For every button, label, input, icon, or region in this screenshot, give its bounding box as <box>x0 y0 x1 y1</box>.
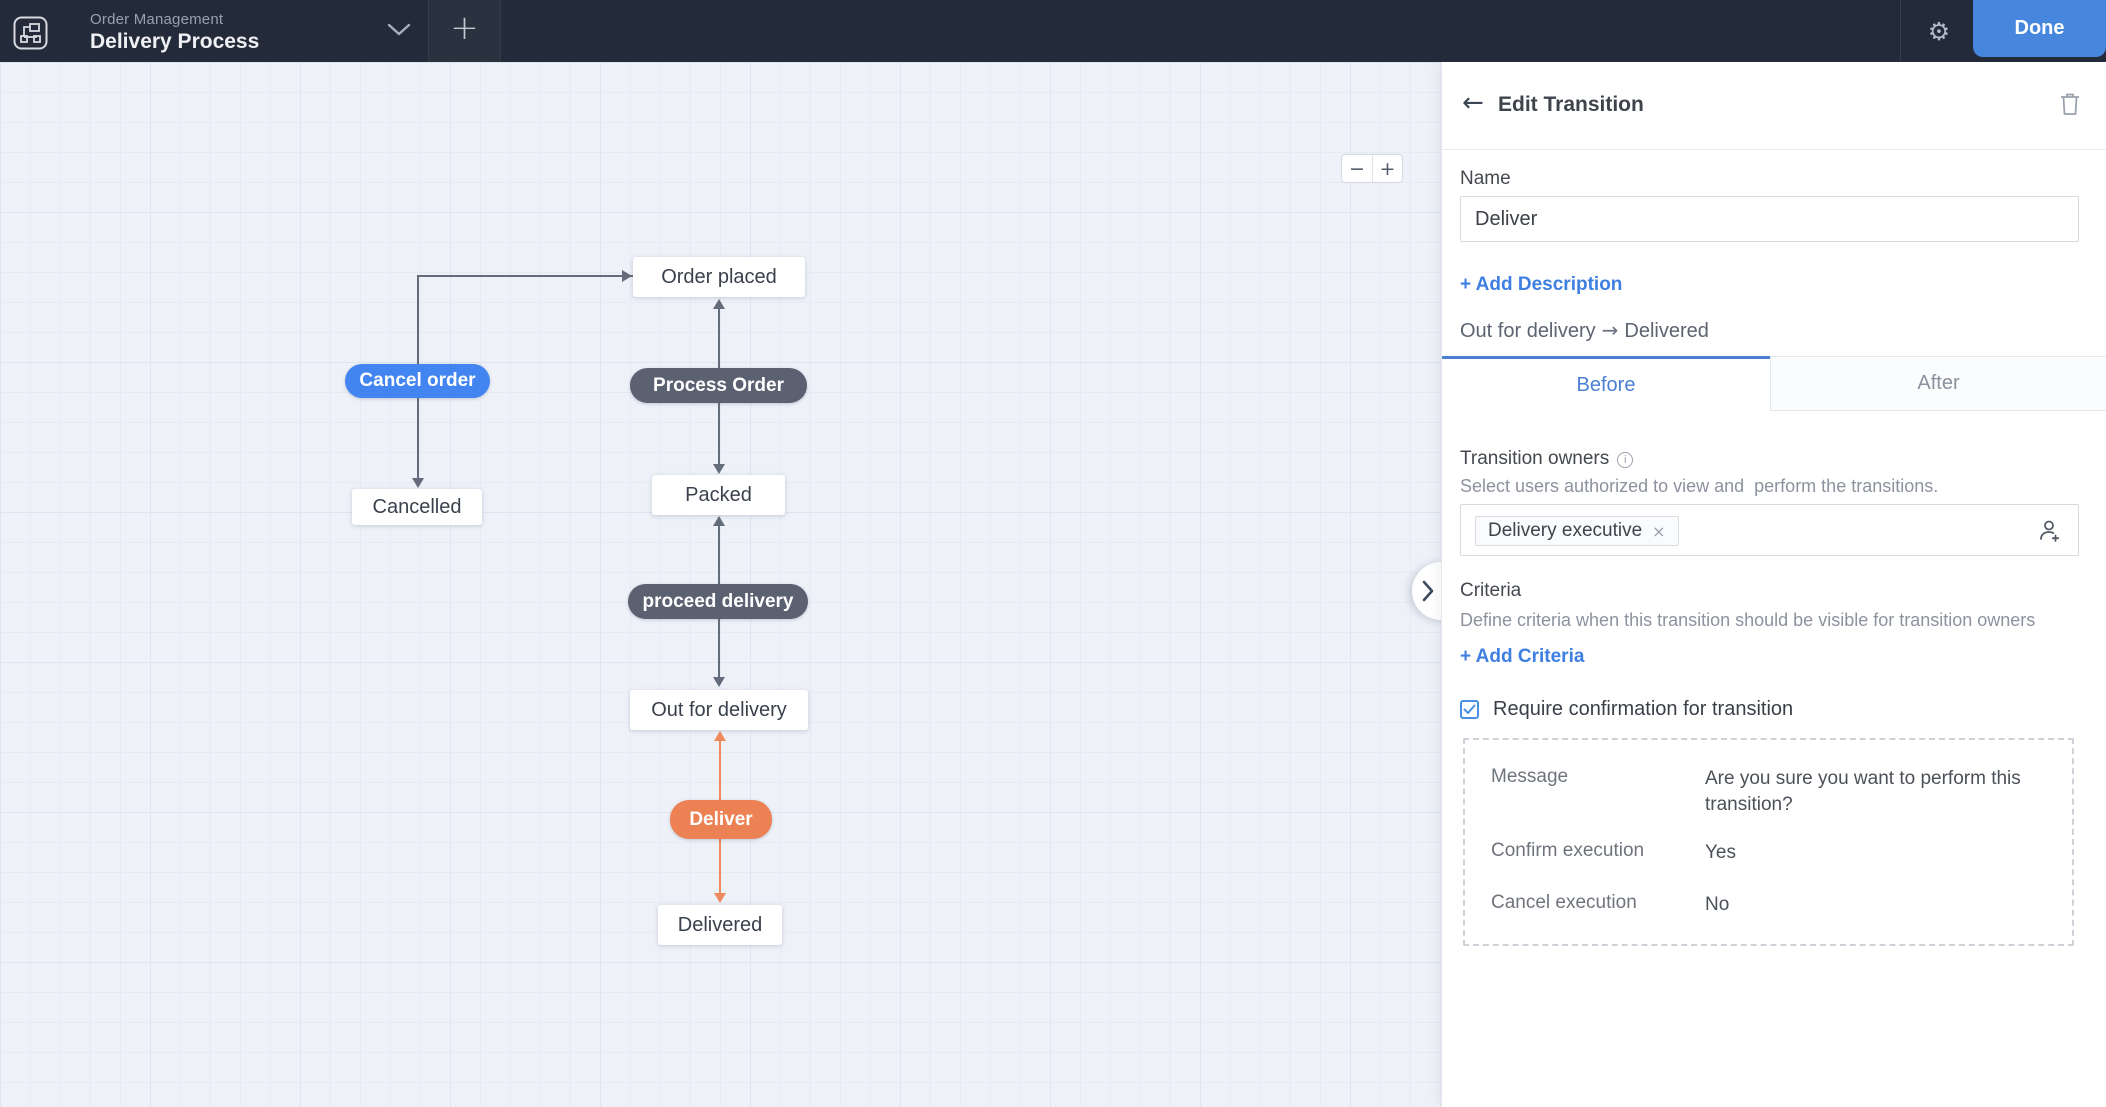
transition-owners-field[interactable]: Delivery executive × <box>1460 504 2079 556</box>
cancel-execution-label: Cancel execution <box>1491 892 1637 913</box>
state-node-packed[interactable]: Packed <box>652 475 785 515</box>
transition-node-process-order[interactable]: Process Order <box>630 368 807 403</box>
blueprint-logo-icon <box>13 16 48 50</box>
panel-title: Edit Transition <box>1498 93 1644 116</box>
path-from-state: Out for delivery <box>1460 320 1596 342</box>
state-node-cancelled[interactable]: Cancelled <box>352 489 482 525</box>
confirmation-message-row: Message Are you sure you want to perform … <box>1491 766 2045 817</box>
done-button[interactable]: Done <box>1973 0 2106 57</box>
require-confirmation-checkbox[interactable] <box>1460 700 1479 719</box>
divider <box>500 0 501 62</box>
top-bar: Order Management Delivery Process + ⚙ Do… <box>0 0 2106 62</box>
divider <box>428 0 429 62</box>
transition-node-proceed-delivery[interactable]: proceed delivery <box>628 584 808 619</box>
chevron-down-icon[interactable] <box>386 22 412 38</box>
back-arrow-icon[interactable]: ← <box>1462 88 1484 118</box>
connector-arrowhead <box>713 464 725 474</box>
zoom-in-button[interactable]: + <box>1372 155 1402 182</box>
remove-chip-icon[interactable]: × <box>1652 521 1666 541</box>
chevron-right-icon <box>1422 580 1434 602</box>
criteria-label: Criteria <box>1460 580 1522 601</box>
name-label: Name <box>1460 168 1511 189</box>
blueprint-canvas[interactable]: Order placed Cancel order Process Order … <box>0 62 1441 1107</box>
transition-owners-help: Select users authorized to view and perf… <box>1460 476 1939 496</box>
cancel-execution-row: Cancel execution No <box>1491 892 2045 918</box>
state-node-order-placed[interactable]: Order placed <box>633 257 805 297</box>
state-node-delivered[interactable]: Delivered <box>658 905 782 945</box>
add-process-tab-button[interactable]: + <box>429 0 500 62</box>
connector-arrowhead <box>713 299 725 309</box>
add-description-link[interactable]: + Add Description <box>1460 274 1623 295</box>
settings-gear-icon[interactable]: ⚙ <box>1927 16 1951 46</box>
divider <box>1900 0 1901 62</box>
transition-path: Out for delivery→Delivered <box>1460 318 1709 343</box>
add-criteria-link[interactable]: + Add Criteria <box>1460 646 1585 667</box>
add-user-icon[interactable] <box>2036 518 2062 544</box>
transition-name-input[interactable] <box>1460 196 2079 242</box>
message-label: Message <box>1491 766 1569 787</box>
connector-arrowhead <box>713 677 725 687</box>
confirmation-details-box: Message Are you sure you want to perform … <box>1463 738 2074 946</box>
transition-owners-label: Transition owners i <box>1460 448 1634 470</box>
connector-cancel-h <box>418 275 633 277</box>
transition-node-cancel-order[interactable]: Cancel order <box>345 364 490 398</box>
edit-transition-panel: ← Edit Transition Name + Add Description… <box>1441 62 2106 1107</box>
zoom-out-button[interactable]: − <box>1349 157 1365 180</box>
cancel-execution-value: No <box>1705 894 1730 915</box>
tab-before[interactable]: Before <box>1442 356 1770 411</box>
info-icon[interactable]: i <box>1617 452 1634 468</box>
path-to-state: Delivered <box>1624 320 1709 342</box>
path-arrow-icon: → <box>1601 318 1619 342</box>
owner-chip: Delivery executive × <box>1475 516 1679 546</box>
transition-owners-text: Transition owners <box>1460 448 1610 469</box>
transition-node-deliver-selected[interactable]: Deliver <box>670 800 772 839</box>
require-confirmation-label: Require confirmation for transition <box>1493 698 1794 720</box>
check-icon <box>1463 704 1476 714</box>
confirm-execution-value: Yes <box>1705 842 1736 863</box>
connector-arrowhead <box>622 270 632 282</box>
panel-header: ← Edit Transition <box>1442 62 2106 150</box>
process-title: Delivery Process <box>90 30 260 53</box>
connector-arrowhead <box>714 731 726 741</box>
before-after-tabs: Before After <box>1442 356 2106 411</box>
owner-chip-label: Delivery executive <box>1488 520 1643 541</box>
connector-arrowhead <box>714 893 726 903</box>
state-node-out-for-delivery[interactable]: Out for delivery <box>630 690 808 730</box>
connector-arrowhead <box>713 516 725 526</box>
criteria-help: Define criteria when this transition sho… <box>1460 610 2036 630</box>
trash-icon[interactable] <box>2060 92 2080 116</box>
connector-arrowhead <box>412 478 424 488</box>
zoom-controls: − + <box>1341 154 1403 183</box>
require-confirmation-row: Require confirmation for transition <box>1460 698 1793 721</box>
tab-after[interactable]: After <box>1770 356 2106 411</box>
confirm-execution-label: Confirm execution <box>1491 840 1645 861</box>
message-value: Are you sure you want to perform this tr… <box>1705 768 2021 815</box>
process-category: Order Management <box>90 11 224 28</box>
confirm-execution-row: Confirm execution Yes <box>1491 840 2045 866</box>
